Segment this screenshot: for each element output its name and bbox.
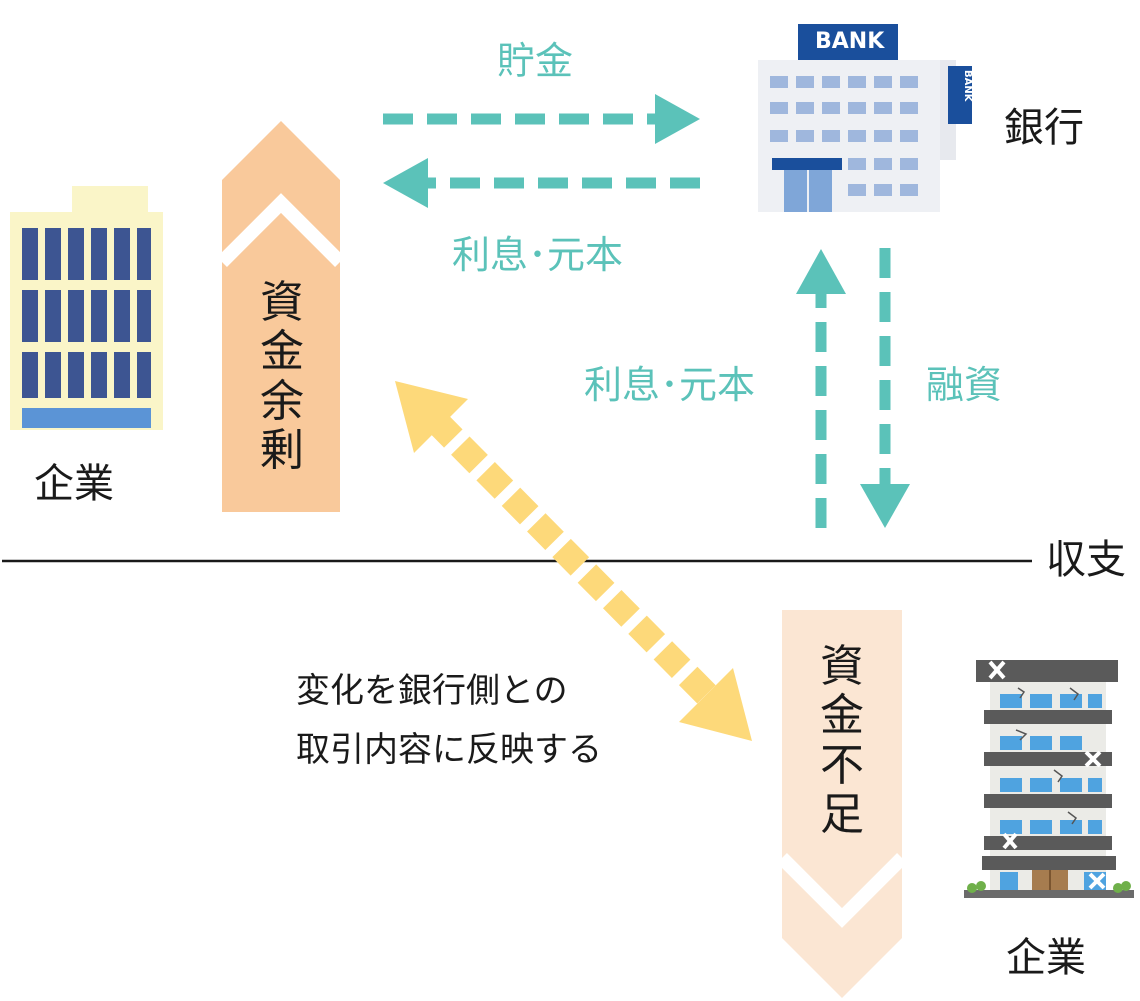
company-bottom-label: 企業 — [1006, 935, 1086, 981]
reflect-text-line2: 取引内容に反映する — [296, 730, 602, 770]
financing-label: 融資 — [926, 363, 1003, 407]
deposit-label: 貯金 — [497, 39, 574, 83]
surplus-char-2: 金 — [260, 326, 304, 378]
surplus-char-3: 余 — [260, 375, 304, 427]
surplus-char-1: 資 — [260, 277, 304, 328]
surplus-arrow — [217, 121, 345, 512]
company-top-label: 企業 — [34, 461, 114, 507]
shortage-char-3: 不 — [820, 739, 864, 791]
interest-return-arrow — [383, 158, 700, 208]
interest-principal-right-label: 利息･元本 — [584, 363, 756, 407]
bank-building-icon — [758, 24, 972, 212]
reflect-double-arrow — [395, 381, 752, 741]
shortage-text: 資 金 不 足 — [812, 642, 872, 839]
shortage-char-1: 資 — [820, 641, 864, 692]
repayment-arrow — [796, 249, 846, 528]
deposit-arrow — [383, 94, 700, 144]
financing-arrow — [860, 248, 910, 528]
bank-label: 銀行 — [1004, 105, 1084, 151]
shortage-arrow — [777, 610, 907, 998]
shortage-char-2: 金 — [820, 690, 864, 742]
surplus-char-4: 剰 — [260, 424, 304, 476]
bank-sign-side: BANK — [962, 70, 973, 102]
damaged-building-icon — [964, 660, 1134, 898]
surplus-text: 資 金 余 剰 — [252, 278, 312, 475]
balance-line-label: 収支 — [1046, 537, 1126, 583]
office-building-icon — [10, 186, 163, 430]
bank-sign-main: BANK — [815, 29, 885, 54]
interest-principal-top-label: 利息･元本 — [452, 233, 624, 277]
shortage-char-4: 足 — [820, 788, 864, 840]
reflect-text-line1: 変化を銀行側との — [296, 671, 568, 711]
